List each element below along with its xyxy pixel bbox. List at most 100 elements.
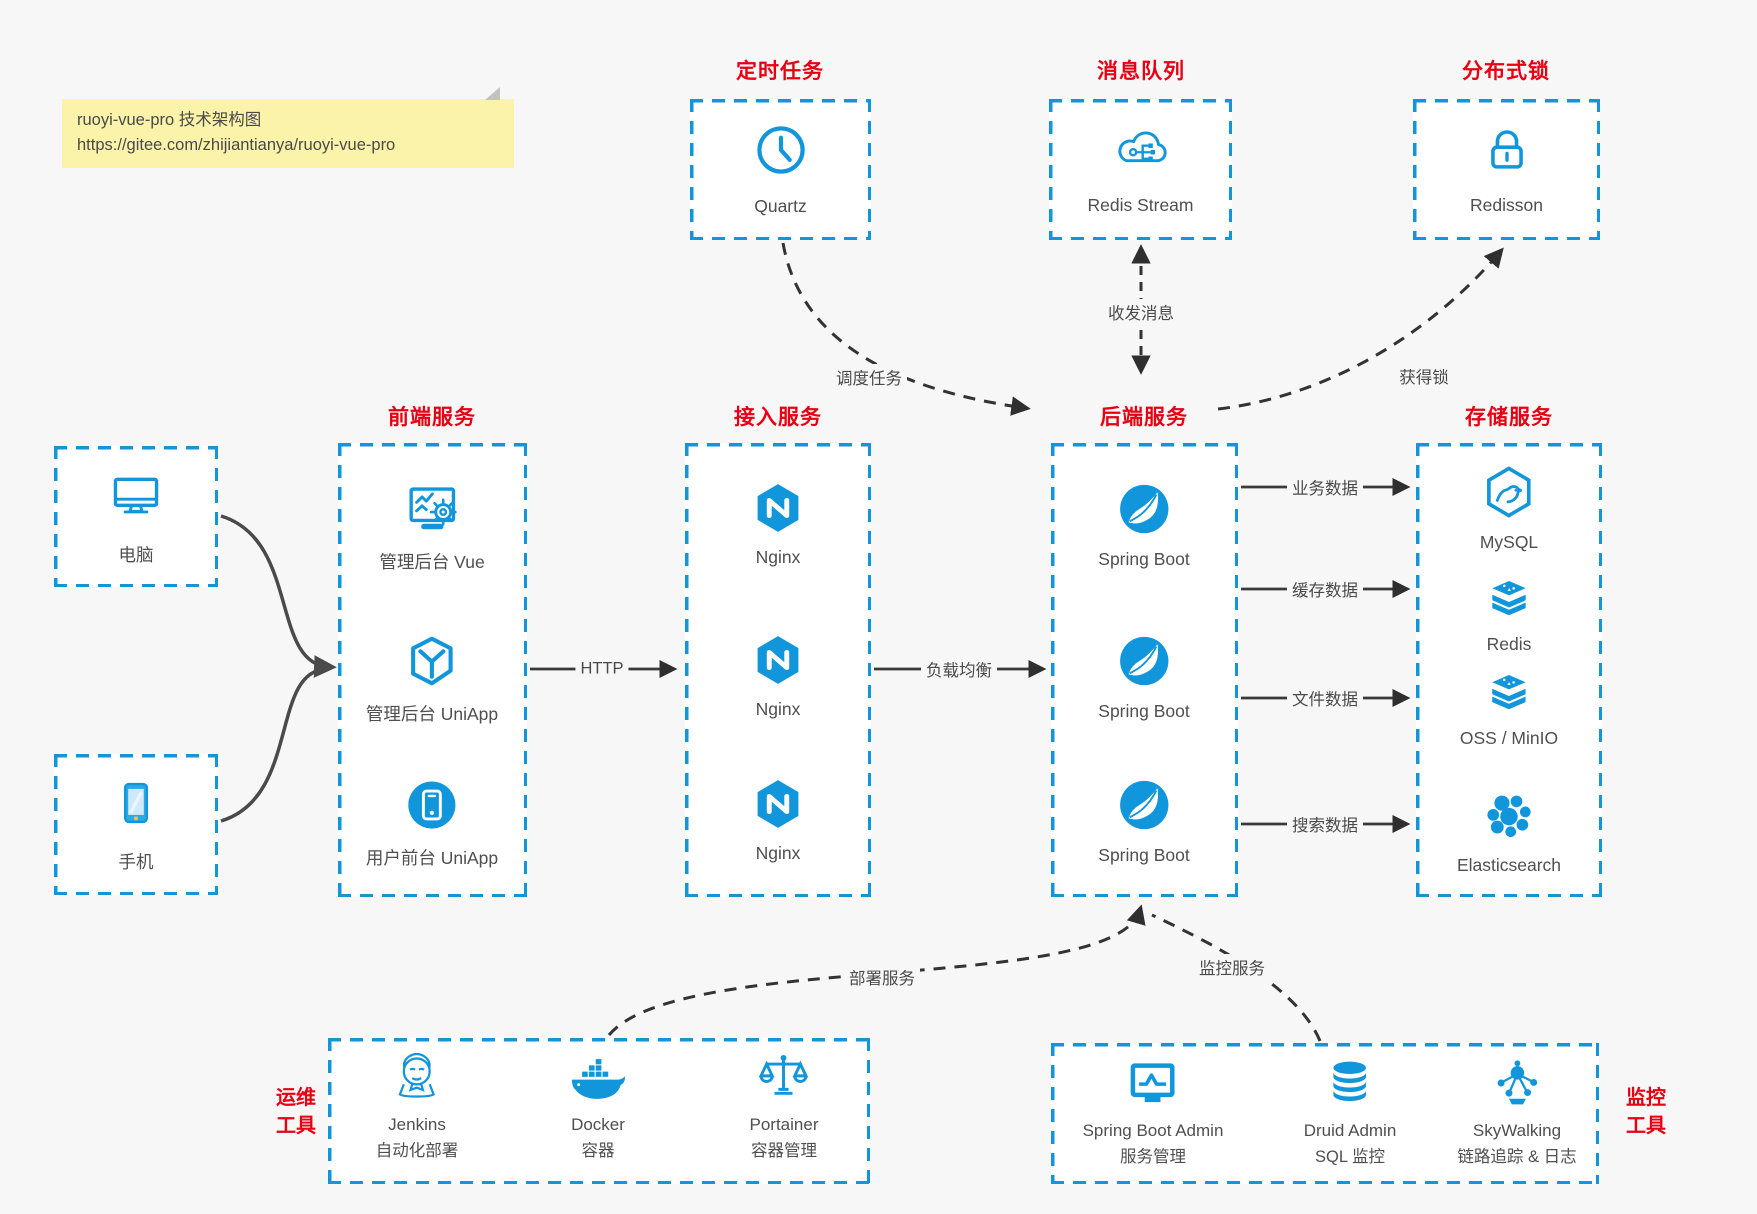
section-title-distributed-lock: 分布式锁	[1462, 60, 1550, 83]
jenkins-name: Jenkins	[388, 1115, 446, 1134]
edge-label-lock: 获得锁	[1394, 363, 1454, 389]
docker-icon	[568, 1054, 628, 1109]
edge-label-load-balance: 负载均衡	[921, 656, 997, 682]
edge-pc-to-frontend	[220, 514, 337, 678]
nginx-label: Nginx	[755, 699, 801, 719]
ops-tools-box	[328, 1038, 870, 1184]
node-oss-minio: OSS / MinIO	[1460, 667, 1558, 749]
portainer-desc: 容器管理	[750, 1142, 817, 1160]
monitor-tools-side-title: 监控工具	[1626, 1087, 1666, 1137]
quartz-label: Quartz	[754, 196, 807, 216]
springboot-admin-desc: 服务管理	[1120, 1148, 1186, 1166]
node-elasticsearch: Elasticsearch	[1457, 788, 1561, 876]
tool-skywalking: SkyWalking 链路追踪 & 日志	[1457, 1056, 1577, 1167]
node-spring-boot-3: Spring Boot	[1098, 776, 1190, 866]
portainer-icon	[757, 1050, 811, 1109]
docker-desc: 容器	[581, 1142, 615, 1160]
nginx-label: Nginx	[755, 547, 801, 567]
tool-portainer: Portainer 容器管理	[750, 1050, 818, 1161]
edge-acquire-lock	[1217, 247, 1504, 411]
redis-stream-box: Redis Stream	[1049, 99, 1232, 240]
admin-vue-label: 管理后台 Vue	[379, 552, 485, 572]
nginx-label: Nginx	[755, 843, 801, 863]
section-title-gateway: 接入服务	[734, 406, 822, 429]
springboot-admin-name: Spring Boot Admin	[1082, 1121, 1224, 1140]
mysql-label: MySQL	[1479, 532, 1539, 552]
edge-label-business-data: 业务数据	[1287, 474, 1363, 500]
oss-minio-icon	[1480, 667, 1538, 722]
node-redis: Redis	[1480, 573, 1538, 655]
sticky-note: ruoyi-vue-pro 技术架构图 https://gitee.com/zh…	[62, 87, 514, 168]
redisson-label: Redisson	[1470, 195, 1543, 215]
druid-admin-name: Druid Admin	[1303, 1121, 1397, 1140]
jenkins-icon	[390, 1050, 444, 1109]
elasticsearch-icon	[1481, 788, 1537, 849]
section-title-frontend: 前端服务	[388, 406, 476, 429]
druid-database-icon	[1323, 1056, 1377, 1115]
mobile-client-box: 手机	[54, 754, 218, 895]
skywalking-name: SkyWalking	[1472, 1121, 1562, 1140]
edge-phone-to-frontend	[220, 667, 327, 823]
nginx-icon	[750, 480, 806, 541]
note-fold-corner	[485, 87, 500, 100]
spring-boot-label: Spring Boot	[1098, 845, 1190, 865]
jenkins-desc: 自动化部署	[375, 1142, 459, 1160]
mysql-icon	[1480, 463, 1538, 526]
tool-docker: Docker 容器	[568, 1054, 628, 1161]
edge-label-cache-data: 缓存数据	[1287, 576, 1363, 602]
edge-label-search-data: 搜索数据	[1287, 811, 1363, 837]
node-spring-boot-1: Spring Boot	[1098, 480, 1190, 570]
skywalking-icon	[1490, 1056, 1544, 1115]
mobile-label: 手机	[118, 852, 154, 872]
redisson-box: Redisson	[1413, 99, 1600, 240]
spring-boot-label: Spring Boot	[1098, 549, 1190, 569]
edge-label-http: HTTP	[575, 658, 629, 680]
tool-druid-admin: Druid Admin SQL 监控	[1303, 1056, 1397, 1167]
oss-minio-label: OSS / MinIO	[1459, 728, 1559, 748]
clock-icon	[753, 122, 809, 183]
pc-label: 电脑	[118, 545, 154, 565]
node-admin-vue: 管理后台 Vue	[379, 480, 485, 574]
druid-admin-desc: SQL 监控	[1314, 1148, 1385, 1166]
section-title-backend: 后端服务	[1100, 406, 1188, 429]
tool-springboot-admin: Spring Boot Admin 服务管理	[1082, 1056, 1224, 1167]
node-user-uniapp: 用户前台 UniApp	[366, 776, 498, 870]
tool-jenkins: Jenkins 自动化部署	[375, 1050, 459, 1161]
node-admin-uniapp: 管理后台 UniApp	[366, 632, 498, 726]
node-mysql: MySQL	[1480, 463, 1538, 553]
pc-client-box: 电脑	[54, 446, 218, 587]
spring-boot-label: Spring Boot	[1098, 701, 1190, 721]
section-title-storage: 存储服务	[1465, 406, 1553, 429]
user-uniapp-label: 用户前台 UniApp	[365, 848, 499, 868]
section-title-message-queue: 消息队列	[1097, 60, 1185, 83]
desktop-icon	[107, 466, 165, 529]
node-spring-boot-2: Spring Boot	[1098, 632, 1190, 722]
redis-stream-label: Redis Stream	[1087, 195, 1194, 215]
admin-vue-icon	[403, 480, 461, 543]
admin-uniapp-label: 管理后台 UniApp	[365, 704, 499, 724]
redis-label: Redis	[1486, 634, 1532, 654]
edge-label-message: 收发消息	[1103, 299, 1179, 325]
edge-label-file-data: 文件数据	[1287, 685, 1363, 711]
section-title-scheduled-jobs: 定时任务	[736, 60, 824, 83]
redis-icon	[1480, 573, 1538, 628]
edge-label-deploy: 部署服务	[844, 964, 920, 990]
user-app-icon	[403, 776, 461, 839]
edge-label-monitor: 监控服务	[1194, 954, 1270, 980]
note-title: ruoyi-vue-pro 技术架构图	[77, 111, 262, 129]
note-url: https://gitee.com/zhijiantianya/ruoyi-vu…	[77, 136, 396, 154]
skywalking-desc: 链路追踪 & 日志	[1457, 1148, 1577, 1166]
node-nginx-2: Nginx	[750, 632, 806, 720]
spring-boot-icon	[1115, 776, 1173, 839]
lock-icon	[1480, 123, 1534, 182]
spring-boot-icon	[1115, 632, 1173, 695]
node-nginx-1: Nginx	[750, 480, 806, 568]
ops-tools-side-title: 运维工具	[276, 1087, 316, 1137]
nginx-icon	[750, 776, 806, 837]
nginx-icon	[750, 632, 806, 693]
docker-name: Docker	[571, 1115, 625, 1134]
node-nginx-3: Nginx	[750, 776, 806, 864]
uniapp-cube-icon	[403, 632, 461, 695]
elasticsearch-label: Elasticsearch	[1456, 855, 1562, 875]
